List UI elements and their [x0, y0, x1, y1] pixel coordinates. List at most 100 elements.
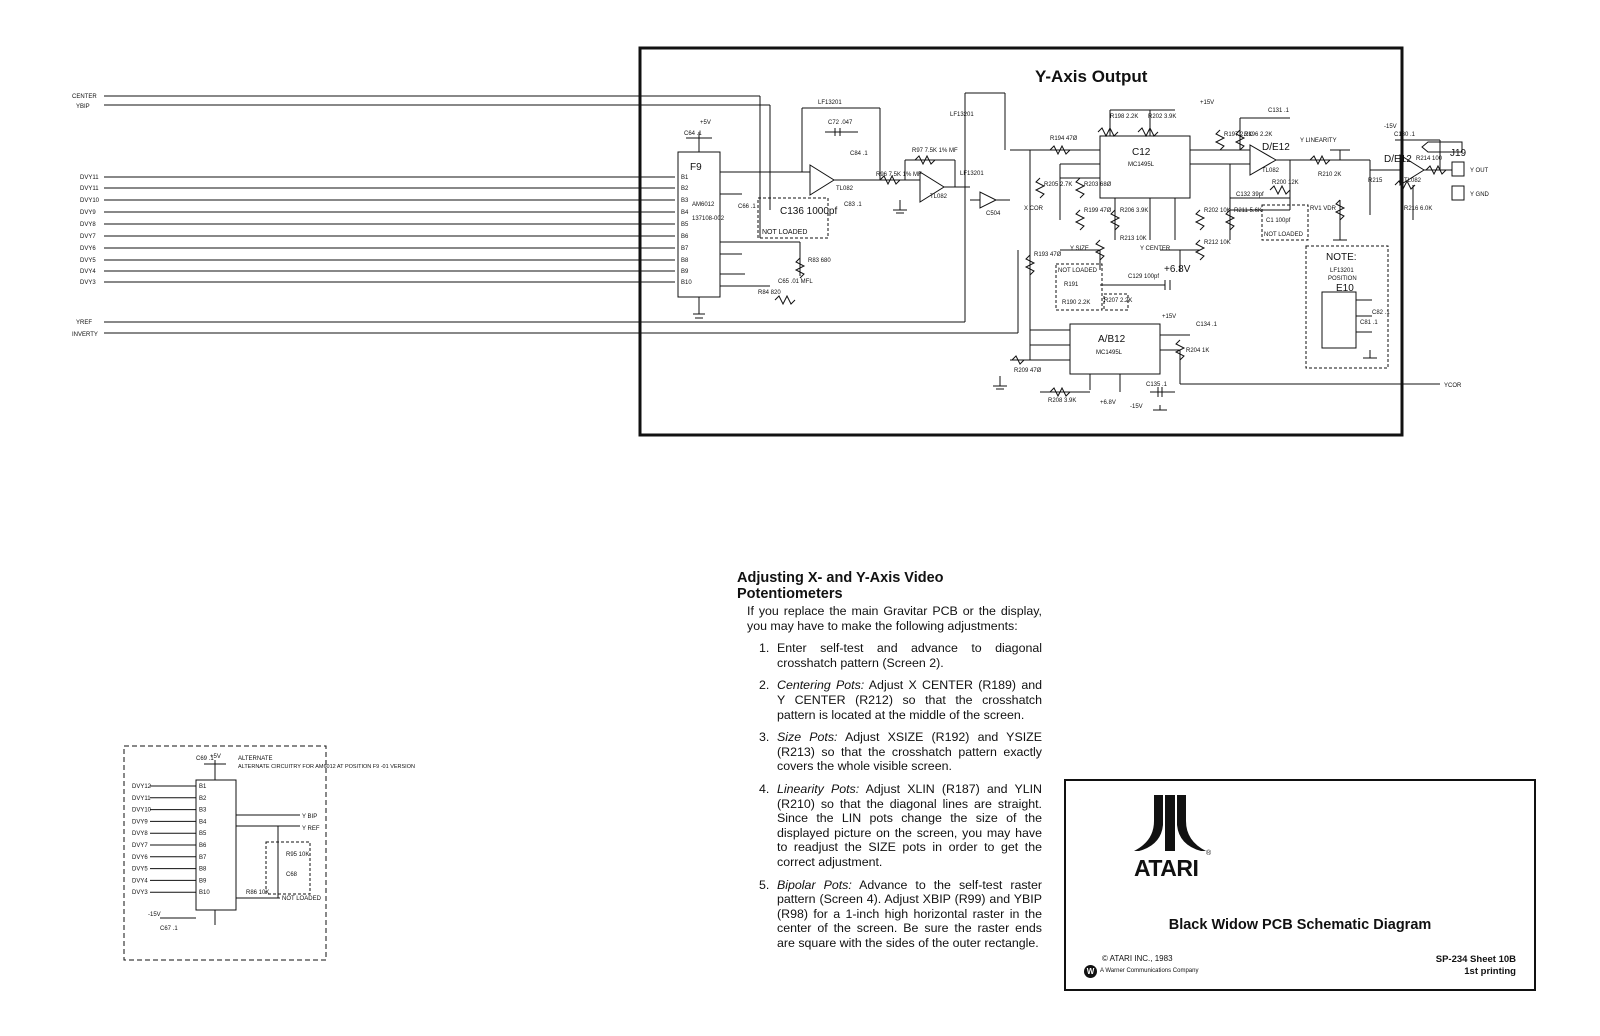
- alt-pin-label: B3: [199, 808, 207, 814]
- tl082-3: TL082: [1262, 168, 1280, 174]
- minus15-ab12: -15V: [1130, 404, 1143, 410]
- y-axis-output-frame: [638, 46, 1404, 437]
- alt-title-1: ALTERNATE: [238, 756, 272, 762]
- ysize-label: Y SIZE: [1070, 246, 1089, 252]
- r202-label: R202 3.9K: [1148, 114, 1176, 120]
- alt-pin-label: B9: [199, 878, 207, 884]
- minus15-de12: -15V: [1384, 124, 1397, 130]
- op-amp-tl082-2: [919, 171, 945, 203]
- r194-label: R194 47Ø: [1050, 136, 1078, 142]
- f9-pin-3: B3: [681, 198, 689, 204]
- box-title: Y-Axis Output: [1035, 67, 1148, 86]
- ab12-part: MC1495L: [1096, 350, 1123, 356]
- signal-dvy7: DVY7: [80, 234, 96, 240]
- r191-label: R191: [1064, 282, 1079, 288]
- alt-not-loaded-box: [265, 841, 311, 895]
- diagram-title: Black Widow PCB Schematic Diagram: [1168, 917, 1432, 933]
- ycenter-label: Y CENTER: [1140, 246, 1171, 252]
- f9-pin-2: B2: [681, 186, 689, 192]
- signal-ybip: YBIP: [76, 104, 90, 110]
- warner-text: A Warner Communications Company: [1100, 968, 1199, 974]
- f9-pin-1: B1: [681, 175, 689, 181]
- atari-brand: ATARI: [1134, 855, 1199, 881]
- alt-plus5: +5V: [210, 754, 221, 760]
- alt-input-label: DVY9: [132, 819, 148, 825]
- note-line-2: POSITION: [1328, 276, 1357, 282]
- step-5: 5.Bipolar Pots: Advance to the self-test…: [759, 877, 1043, 950]
- r210-label: R210 2K: [1318, 172, 1341, 178]
- plus68-ab12: +6.8V: [1100, 400, 1116, 406]
- r208-label: R208 3.9K: [1048, 398, 1076, 404]
- instructions-steps: 1.Enter self-test and advance to diagona…: [737, 641, 1042, 950]
- signal-dvy11b: DVY11: [80, 186, 99, 192]
- alt-pin-label: B7: [199, 855, 207, 861]
- r211-label: R211 5.6K: [1234, 208, 1262, 214]
- e10-part-1: LF13201: [818, 100, 842, 106]
- signal-dvy9: DVY9: [80, 210, 96, 216]
- not-loaded-label: NOT LOADED: [762, 229, 807, 236]
- signal-center: CENTER: [72, 94, 97, 100]
- r200-label: R200 12K: [1272, 180, 1299, 186]
- alt-input-label: DVY7: [132, 843, 148, 849]
- not-loaded-3: NOT LOADED: [1058, 268, 1098, 274]
- alternate-circuitry-box: [123, 745, 327, 961]
- r97-label: R97 7.5K 1% MF: [912, 148, 958, 154]
- signal-ycor: YCOR: [1444, 383, 1462, 389]
- f9-pin-8: B8: [681, 258, 689, 264]
- r198-label: R198 2.2K: [1110, 114, 1138, 120]
- r84-label: R84 820: [758, 290, 781, 296]
- r204-label: R204 1K: [1186, 348, 1209, 354]
- plus68-label: +6.8V: [1164, 264, 1191, 275]
- j19-ygnd-terminal: [1451, 185, 1465, 201]
- tl082-2: TL082: [930, 194, 948, 200]
- alt-input-label: DVY11: [132, 796, 151, 802]
- r214-label: R214 100: [1416, 156, 1443, 162]
- r216-label: R216 6.0K: [1404, 206, 1432, 212]
- step-1: 1.Enter self-test and advance to diagona…: [759, 641, 1042, 670]
- note-box: [1305, 245, 1389, 369]
- atari-logo-icon: [1134, 795, 1206, 851]
- tl082-4: TL082: [1404, 178, 1422, 184]
- op-amp-e10: [809, 164, 835, 196]
- alt-input-label: DVY12: [132, 784, 152, 790]
- op-amp-de12-1: [1249, 144, 1278, 176]
- de12-2: D/E12: [1384, 154, 1412, 165]
- e10-part-3: LF13201: [960, 171, 984, 177]
- alt-c69: C69 .1: [196, 756, 214, 762]
- r202b-label: R202 10K: [1204, 208, 1231, 214]
- c1-label: C1 100pf: [1266, 218, 1291, 224]
- c129-label: C129 100pf: [1128, 274, 1159, 280]
- alt-pin-label: B1: [199, 784, 207, 790]
- c82-label: C82 .1: [1372, 310, 1390, 316]
- f9-pin-5: B5: [681, 222, 689, 228]
- r83-label: R83 680: [808, 258, 831, 264]
- de12-1: D/E12: [1262, 142, 1290, 153]
- c72-label: C72 .047: [828, 120, 853, 126]
- f9-pin-7: B7: [681, 246, 689, 252]
- c136-label: C136 1000pf: [780, 206, 837, 217]
- r96-label: R96 7.5K 1% MF: [876, 172, 922, 178]
- step-3: 3.Size Pots: Adjust XSIZE (R192) and YSI…: [759, 730, 1042, 774]
- c65-label: C65 .01 MFL: [778, 279, 813, 285]
- j19-yout-terminal: [1451, 161, 1465, 177]
- sheet-info: SP-234 Sheet 10B 1st printing: [1436, 954, 1516, 978]
- e10-part-2: LF13201: [950, 112, 974, 118]
- instructions-heading: Adjusting X- and Y-Axis Video Potentiome…: [737, 570, 944, 602]
- alt-input-label: DVY4: [132, 878, 148, 884]
- c130-label: C130 .1: [1394, 132, 1416, 138]
- note-line-3: E10: [1336, 283, 1354, 294]
- copyright: © ATARI INC., 1983: [1102, 954, 1173, 963]
- f9-pin-10: B10: [681, 280, 692, 286]
- f9-sub: 137108-002: [692, 216, 725, 222]
- r207-box: [1103, 293, 1129, 311]
- f9-pin-4: B4: [681, 210, 689, 216]
- r193-label: R193 47Ø: [1034, 252, 1062, 258]
- r215-label: R215: [1368, 178, 1383, 184]
- title-block: ATARI ® Black Widow PCB Schematic Diagra…: [1064, 779, 1536, 991]
- signal-inverty: INVERTY: [72, 332, 98, 338]
- alt-r86: R86 10K: [246, 890, 269, 896]
- alt-input-label: DVY3: [132, 890, 148, 896]
- f9-part: AM6012: [692, 202, 715, 208]
- c12-label: C12: [1132, 147, 1151, 158]
- r197-label: R197 2.2K: [1224, 132, 1252, 138]
